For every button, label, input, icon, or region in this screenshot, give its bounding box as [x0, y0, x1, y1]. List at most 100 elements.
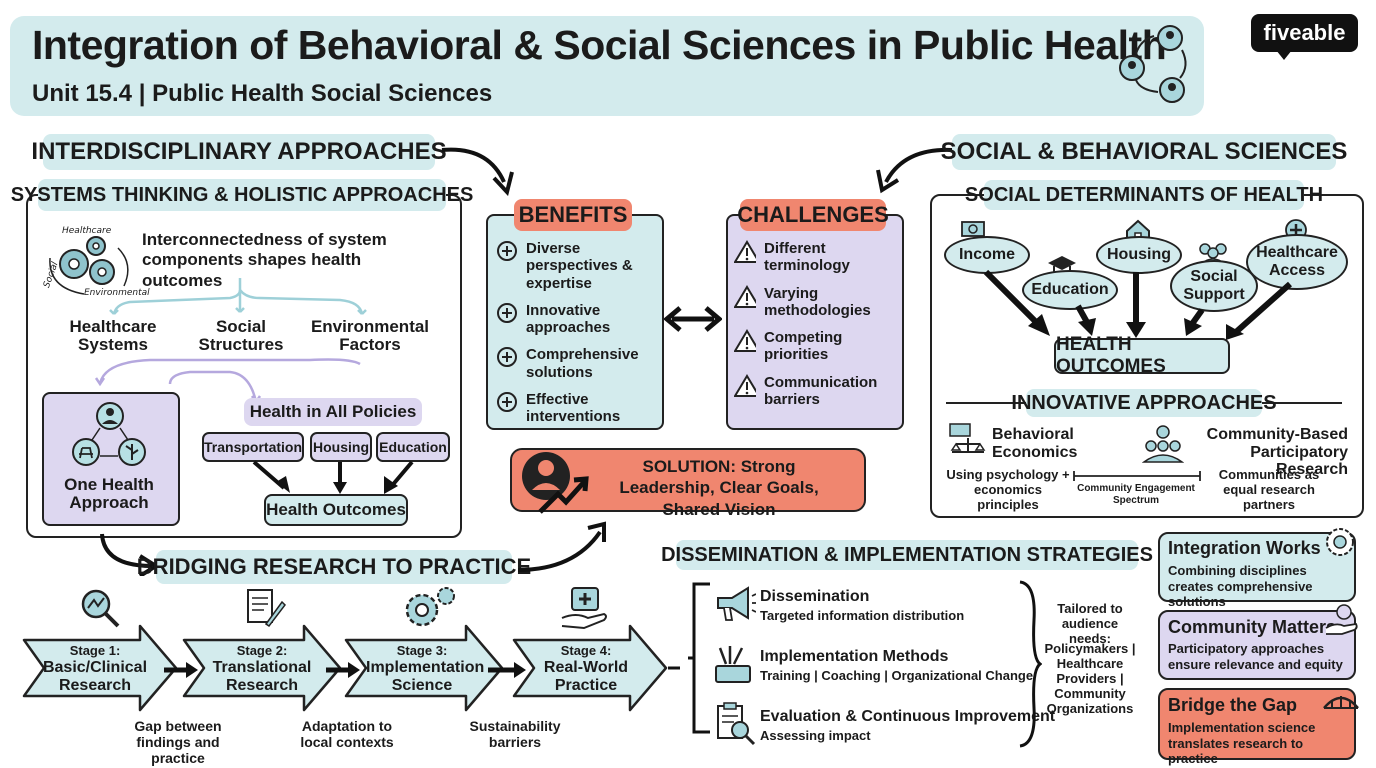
health-outcomes-box: Health Outcomes: [264, 494, 408, 526]
plus-circle-icon: [497, 302, 517, 323]
implementation-desc: Training | Coaching | Organizational Cha…: [760, 668, 1034, 683]
page-subtitle: Unit 15.4 | Public Health Social Science…: [32, 80, 493, 107]
innovative-heading: INNOVATIVE APPROACHES: [1011, 389, 1277, 417]
behavioral-economics-label: Behavioral Economics: [992, 426, 1078, 461]
gears-check-icon: [405, 587, 455, 627]
warning-icon: [734, 373, 756, 397]
systems-heading: SYSTEMS THINKING & HOLISTIC APPROACHES: [11, 179, 473, 211]
medical-hand-icon: [561, 587, 607, 630]
hand-people-icon: [1325, 604, 1358, 635]
cbpr-label: Community-Based Participatory Research: [1206, 426, 1348, 479]
stage-2-label: Stage 2:Translational Research: [212, 643, 312, 695]
megaphone-icon: [717, 586, 756, 621]
title-band: [10, 16, 1204, 116]
social-structures-label: Social Structures: [198, 317, 284, 354]
card-community-matters: [1158, 610, 1356, 680]
solution-box: [510, 448, 866, 512]
card-community-title: Community Matters: [1168, 617, 1337, 637]
dissemination-heading: DISSEMINATION & IMPLEMENTATION STRATEGIE…: [661, 540, 1153, 570]
determinant-arrows: [983, 269, 1292, 340]
dissemination-title: Dissemination: [760, 588, 870, 605]
plus-circle-icon: [497, 391, 517, 412]
gears-icon: [49, 236, 129, 295]
policy-chip-transportation: Transportation: [202, 432, 304, 462]
systems-connectors: [94, 278, 367, 405]
challenge-item: Competing priorities: [734, 329, 898, 364]
warning-icon: [734, 284, 756, 308]
determinant-education: Education: [1022, 270, 1118, 310]
gap-caption-1: Gap between findings and practice: [134, 718, 222, 767]
solution-text: SOLUTION: Strong Leadership, Clear Goals…: [619, 457, 819, 519]
card-community-body: Participatory approaches ensure relevanc…: [1168, 641, 1343, 672]
one-health-icon: [72, 402, 146, 466]
spectrum-line: [1073, 471, 1201, 481]
evaluation-desc: Assessing impact: [760, 728, 871, 743]
money-icon: [961, 221, 985, 237]
determinant-social-support: Social Support: [1170, 260, 1258, 312]
environmental-factors-label: Environmental Factors: [310, 317, 430, 354]
leader-growth-icon: [522, 452, 589, 514]
left-bracket: [688, 582, 710, 734]
stage-3-label: Stage 3:Implementation Science: [366, 643, 485, 695]
determinant-healthcare-access: Healthcare Access: [1246, 234, 1348, 290]
gear-label-environmental: Environmental: [84, 288, 150, 298]
page-title: Integration of Behavioral & Social Scien…: [32, 22, 1167, 68]
document-pen-icon: [247, 589, 286, 628]
warning-icon: [734, 329, 756, 352]
systems-statement: Interconnectedness of system components …: [142, 230, 387, 290]
plus-circle-icon: [497, 241, 517, 261]
challenge-item: Different terminology: [734, 240, 898, 275]
network-people-icon: [1119, 25, 1187, 103]
one-health-label: One Health Approach: [64, 475, 154, 512]
interdisciplinary-heading: INTERDISCIPLINARY APPROACHES: [31, 134, 447, 170]
gear-people-icon: [1326, 528, 1354, 556]
warning-icon: [734, 240, 756, 263]
benefit-item: Diverse perspectives & expertise: [496, 240, 660, 292]
stage-4-label: Stage 4:Real-World Practice: [543, 643, 629, 695]
benefits-heading: BENEFITS: [514, 199, 632, 231]
bridging-heading: BRIDGING RESEARCH TO PRACTICE: [137, 550, 531, 584]
sdoh-heading: SOCIAL DETERMINANTS OF HEALTH: [965, 180, 1323, 210]
policy-chip-education: Education: [376, 432, 450, 462]
policy-chip-housing: Housing: [310, 432, 372, 462]
fiveable-logo[interactable]: fiveable: [1251, 14, 1358, 52]
card-integration-works: [1158, 532, 1356, 602]
gap-caption-2: Adaptation to local contexts: [300, 718, 394, 751]
stage-arrows: [22, 624, 680, 712]
benefits-list: Diverse perspectives & expertise Innovat…: [496, 240, 660, 425]
gear-label-healthcare: Healthcare: [62, 226, 112, 236]
dissemination-desc: Targeted information distribution: [760, 608, 965, 623]
gap-caption-3: Sustainability barriers: [469, 718, 561, 751]
evaluation-title: Evaluation & Continuous Improvement: [760, 708, 1056, 725]
card-bridge-the-gap: [1158, 688, 1356, 760]
healthcare-systems-label: Healthcare Systems: [69, 317, 157, 354]
arrow-to-challenges: [876, 147, 953, 194]
arrow-to-benefits: [441, 147, 514, 196]
one-health-box: [42, 392, 180, 526]
sdoh-outcomes-box: HEALTH OUTCOMES: [1054, 334, 1230, 377]
logo-tail: [1276, 50, 1292, 60]
card-integration-body: Combining disciplines creates comprehens…: [1168, 563, 1313, 610]
policy-arrows: [252, 460, 414, 494]
plus-circle-icon: [497, 347, 517, 368]
implementation-title: Implementation Methods: [760, 648, 949, 665]
bridge-icon: [1323, 696, 1359, 709]
challenge-item: Varying methodologies: [734, 285, 898, 320]
card-integration-title: Integration Works: [1168, 538, 1321, 558]
card-bridge-title: Bridge the Gap: [1168, 695, 1298, 715]
be-description: Using psychology + economics principles: [946, 467, 1070, 512]
clipboard-magnifier-icon: [717, 702, 756, 746]
community-group-icon: [1142, 425, 1184, 463]
benefit-item: Effective interventions: [496, 391, 660, 426]
double-arrow-icon: [664, 306, 722, 332]
benefit-item: Comprehensive solutions: [496, 346, 660, 381]
stage-1-label: Stage 1:Basic/Clinical Research: [42, 643, 148, 695]
social-heading: SOCIAL & BEHAVIORAL SCIENCES: [941, 134, 1347, 170]
right-brace: [1019, 580, 1042, 748]
cbpr-description: Communities as equal research partners: [1218, 467, 1320, 512]
audiences-text: Policymakers | Healthcare Providers | Co…: [1044, 641, 1136, 716]
benefit-item: Innovative approaches: [496, 302, 660, 337]
tailored-title: Tailored to audience needs:: [1057, 601, 1123, 646]
challenges-heading: CHALLENGES: [737, 199, 889, 231]
hiap-label: Health in All Policies: [244, 398, 422, 426]
